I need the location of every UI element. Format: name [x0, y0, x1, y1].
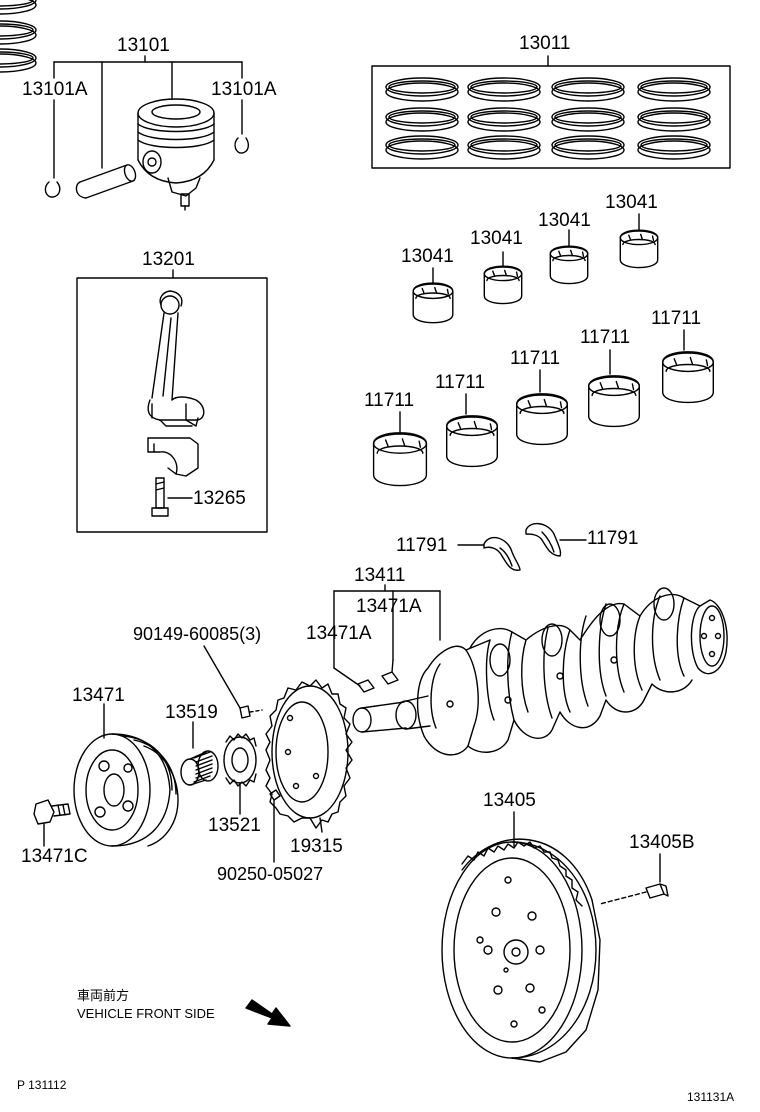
- sprocket-bolt-part: [204, 646, 262, 718]
- part-label-thrust-washer-left: 11791: [396, 535, 448, 556]
- part-label-crankshaft: 13411: [354, 565, 406, 586]
- vehicle-front-note-en: VEHICLE FRONT SIDE: [77, 1006, 215, 1021]
- part-label-rod-bearing-1: 13041: [401, 246, 454, 267]
- figure-id: 131131A: [687, 1090, 735, 1104]
- connecting-rod-frame: [77, 270, 267, 532]
- piston-assembly-leaders: [54, 56, 242, 178]
- part-label-main-bearing-1: 11711: [364, 390, 415, 411]
- part-label-flywheel: 13405: [483, 790, 536, 811]
- part-label-timing-rotor: 19315: [290, 836, 343, 857]
- part-label-rod-bearing-2: 13041: [470, 228, 523, 249]
- part-label-rod-bearing-4: 13041: [605, 192, 658, 213]
- thrust-washers-part: [458, 524, 586, 571]
- part-label-crank-key-left: 13471A: [306, 623, 372, 644]
- part-label-crank-gear: 13519: [165, 702, 218, 723]
- piston-snap-ring-left-part: [45, 182, 59, 197]
- part-label-flywheel-bolt: 13405B: [629, 832, 695, 853]
- rod-bearings-part: [412, 214, 659, 324]
- part-label-crank-spacer: 13521: [208, 815, 261, 836]
- vehicle-front-note-jp: 車両前方: [77, 988, 130, 1003]
- part-label-main-bearing-2: 11711: [435, 372, 486, 393]
- part-label-connecting-rod: 13201: [142, 249, 195, 270]
- piston-part: [138, 99, 214, 210]
- part-label-piston-set: 13101: [117, 35, 170, 56]
- part-label-main-bearing-3: 11711: [510, 348, 561, 369]
- part-label-piston-ring-set: 13011: [519, 33, 571, 54]
- part-label-piston-snap-ring-right: 13101A: [211, 79, 277, 100]
- pulley-bolt-part: [34, 800, 70, 846]
- part-label-rod-bolt: 13265: [193, 488, 246, 509]
- flywheel-bolt-part: [600, 854, 668, 904]
- part-label-main-bearing-4: 11711: [580, 327, 631, 348]
- crankshaft-leaders: [334, 585, 440, 686]
- part-label-main-bearing-5: 11711: [651, 308, 702, 329]
- connecting-rod-part: [148, 291, 204, 516]
- timing-rotor-part: [266, 680, 352, 832]
- page-reference: P 131112: [17, 1078, 67, 1092]
- part-label-rod-bearing-3: 13041: [538, 210, 591, 231]
- part-label-sprocket-bolt: 90149-60085(3): [133, 624, 262, 644]
- part-label-crank-pulley: 13471: [72, 685, 125, 706]
- part-label-rotor-pin: 90250-05027: [217, 864, 324, 884]
- crank-pulley-part: [74, 704, 178, 846]
- rotor-pin-part: [270, 790, 280, 862]
- part-label-pulley-bolt: 13471C: [21, 846, 88, 867]
- part-label-crank-key-right: 13471A: [356, 596, 422, 617]
- piston-ring-set-part: [0, 0, 730, 168]
- piston-snap-ring-right-part: [235, 138, 248, 153]
- crank-keys-part: [358, 672, 398, 692]
- piston-pin-part: [76, 163, 137, 198]
- crankshaft-part: [353, 588, 727, 755]
- front-side-arrow-icon: [246, 1000, 290, 1026]
- part-label-piston-snap-ring-left: 13101A: [22, 79, 88, 100]
- crank-spacer-part: [224, 734, 256, 814]
- main-bearings-part: [372, 330, 715, 487]
- flywheel-part: [442, 812, 600, 1062]
- part-label-thrust-washer-right: 11791: [587, 528, 639, 549]
- crank-gear-part: [181, 722, 218, 785]
